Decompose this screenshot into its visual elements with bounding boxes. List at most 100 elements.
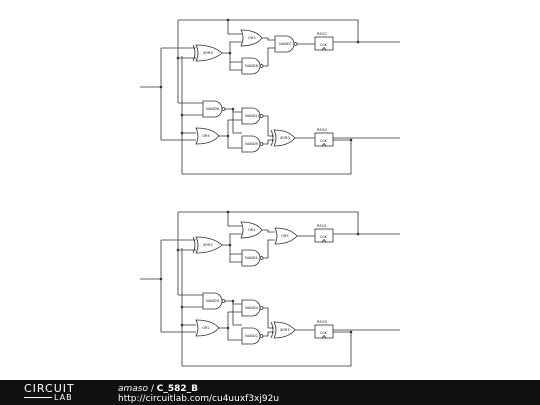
wire xyxy=(178,211,359,234)
junction-dot xyxy=(176,56,180,60)
wire xyxy=(222,233,242,246)
wire xyxy=(219,311,242,329)
wire xyxy=(262,115,274,137)
circuitlab-logo[interactable]: CIRCUIT LAB xyxy=(24,383,94,403)
register: REG3 CLK xyxy=(314,320,334,339)
junction-dot xyxy=(356,40,360,44)
gate-label: OR2 xyxy=(202,326,210,330)
footer-bar: CIRCUIT LAB amaso / C_582_B http://circu… xyxy=(0,380,540,405)
or-gate: OR2 xyxy=(195,319,220,337)
gate-label: NAND1 xyxy=(245,256,258,260)
register: REG4 CLK xyxy=(314,128,334,147)
logo-text-top: CIRCUIT xyxy=(24,382,75,395)
or-gate: OR5 xyxy=(274,227,298,245)
gate-label: NAND3 xyxy=(206,299,219,303)
junction-dot xyxy=(159,85,163,89)
clk-label: CLK xyxy=(320,139,328,143)
nand-gate: NAND10 xyxy=(241,107,264,125)
clk-label: CLK xyxy=(320,43,328,47)
junction-dot xyxy=(228,51,232,55)
junction-dot xyxy=(176,248,180,252)
circuit-title: C_582_B xyxy=(156,384,199,394)
or-gate: OR1 xyxy=(240,221,263,239)
gate-label: NAND6 xyxy=(206,107,220,111)
junction-dot xyxy=(226,18,230,22)
gate-label: OR3 xyxy=(248,36,256,40)
junction-dot xyxy=(180,323,184,327)
gate-label: OR5 xyxy=(281,234,289,238)
wire xyxy=(232,301,242,326)
meta-separator: / xyxy=(148,384,157,394)
circuit-url-link[interactable]: http://circuitlab.com/cu4uuxf3xj92u xyxy=(118,394,280,404)
nand-gate: NAND4 xyxy=(241,299,264,317)
gate-label: XOR3 xyxy=(280,136,290,140)
register: REG1 CLK xyxy=(314,224,334,243)
wire xyxy=(232,109,242,134)
gate-label: NAND7 xyxy=(279,42,292,46)
register-label: REG2 xyxy=(317,32,327,36)
register: REG2 CLK xyxy=(314,32,334,51)
gate-label: NAND4 xyxy=(245,306,259,310)
junction-dot xyxy=(231,107,235,111)
register-label: REG4 xyxy=(317,128,328,132)
circuit-bottom: OR1 XOR2 OR5 NAND1 REG1 CLK xyxy=(140,210,400,367)
gate-label: NAND2 xyxy=(245,334,258,338)
clk-label: CLK xyxy=(320,235,328,239)
or-gate: OR3 xyxy=(240,29,263,47)
gate-label: XOR4 xyxy=(203,51,214,55)
wire xyxy=(227,20,242,35)
junction-dot xyxy=(349,138,353,142)
nand-gate: NAND2 xyxy=(241,327,264,345)
wire xyxy=(229,62,242,71)
gate-label: XOR2 xyxy=(203,243,213,247)
wire xyxy=(178,19,359,42)
nand-gate: NAND1 xyxy=(241,249,264,267)
nand-gate: NAND7 xyxy=(274,35,298,53)
nand-gate: NAND8 xyxy=(241,57,264,75)
author-link[interactable]: amaso xyxy=(118,384,148,394)
junction-dot xyxy=(231,299,235,303)
register-label: REG3 xyxy=(317,320,327,324)
clk-label: CLK xyxy=(320,331,328,335)
xor-gate: XOR1 xyxy=(270,321,296,339)
gate-label: NAND8 xyxy=(245,64,259,68)
gate-label: NAND9 xyxy=(245,142,259,146)
gate-label: OR1 xyxy=(248,228,256,232)
nand-gate: NAND3 xyxy=(202,292,226,310)
xor-gate: XOR3 xyxy=(270,129,296,147)
wire xyxy=(182,140,352,175)
register-label: REG1 xyxy=(317,224,327,228)
wire xyxy=(262,331,274,337)
wire xyxy=(262,239,275,259)
junction-dot xyxy=(226,210,230,214)
schematic: OR3 XOR4 NAND7 NAND8 REG2 CLK xyxy=(140,18,400,367)
wire xyxy=(219,119,242,137)
wire xyxy=(262,307,274,329)
xor-gate: XOR2 xyxy=(192,236,223,254)
xor-gate: XOR4 xyxy=(192,44,223,62)
junction-dot xyxy=(180,131,184,135)
junction-dot xyxy=(180,305,184,309)
wire xyxy=(229,245,242,255)
gate-label: XOR1 xyxy=(280,328,290,332)
schematic-canvas: OR3 XOR4 NAND7 NAND8 REG2 CLK xyxy=(140,18,400,367)
wire xyxy=(262,37,275,41)
logo-wire-icon xyxy=(24,397,52,398)
nand-gate: NAND9 xyxy=(241,135,264,153)
wire xyxy=(262,229,275,233)
wire xyxy=(227,212,242,227)
logo-text-bottom: LAB xyxy=(54,393,73,402)
wire xyxy=(227,136,242,149)
junction-dot xyxy=(159,277,163,281)
circuit-meta: amaso / C_582_B xyxy=(118,384,198,394)
junction-dot xyxy=(226,134,230,138)
junction-dot xyxy=(228,243,232,247)
circuit-top: OR3 XOR4 NAND7 NAND8 REG2 CLK xyxy=(140,18,400,175)
junction-dot xyxy=(180,113,184,117)
junction-dot xyxy=(226,326,230,330)
junction-dot xyxy=(356,232,360,236)
wire xyxy=(229,254,242,263)
wire xyxy=(227,328,242,341)
wire xyxy=(229,53,242,63)
gate-label: NAND10 xyxy=(245,114,261,118)
